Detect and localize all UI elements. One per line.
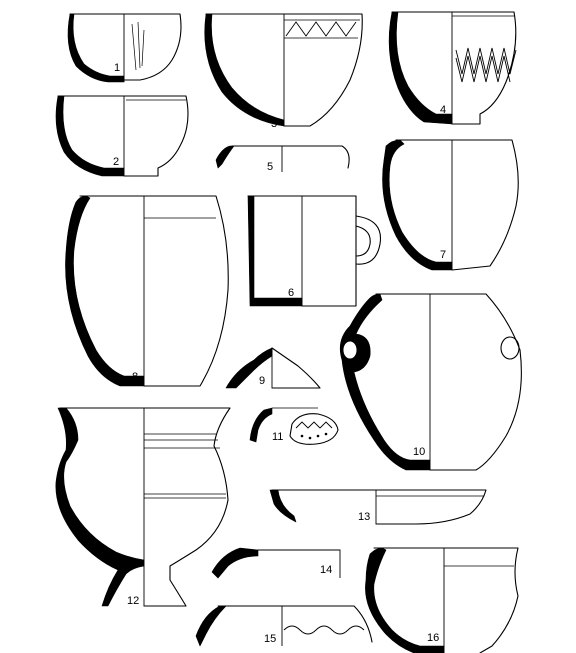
vessel-9: 9 [225, 347, 321, 389]
vessel-10-label: 10 [413, 446, 425, 458]
vessel-6-label: 6 [288, 287, 294, 299]
vessel-16-label: 16 [427, 632, 439, 644]
vessel-4-label: 4 [440, 104, 446, 116]
vessel-1-label: 1 [114, 62, 120, 74]
vessel-15: 15 [195, 605, 373, 647]
vessel-13: 13 [269, 489, 487, 525]
vessel-11: 11 [249, 407, 339, 445]
vessel-10: 10 [339, 293, 522, 471]
vessel-11-label: 11 [272, 431, 283, 443]
vessel-2: 2 [55, 95, 189, 177]
vessel-5-label: 5 [267, 161, 273, 173]
vessel-7-label: 7 [440, 249, 446, 261]
vessel-9-label: 9 [259, 375, 265, 387]
vessel-3: 3 [204, 13, 363, 130]
vessel-5: 5 [215, 145, 350, 173]
vessel-13-label: 13 [358, 511, 370, 523]
vessel-7: 7 [382, 139, 519, 271]
vessel-4: 4 [388, 11, 517, 125]
vessel-3-label: 3 [271, 118, 277, 130]
vessel-8-label: 8 [132, 371, 138, 383]
vessel-12-label: 12 [127, 595, 139, 607]
vessel-8: 8 [65, 195, 229, 387]
vessel-12: 12 [55, 407, 231, 607]
vessel-1: 1 [67, 13, 182, 83]
vessel-2-label: 2 [113, 156, 119, 168]
vessel-6: 6 [247, 195, 382, 307]
vessel-14-label: 14 [320, 564, 332, 576]
vessel-15-label: 15 [264, 633, 276, 645]
vessel-14: 14 [211, 547, 341, 579]
vessel-16: 16 [365, 547, 519, 653]
